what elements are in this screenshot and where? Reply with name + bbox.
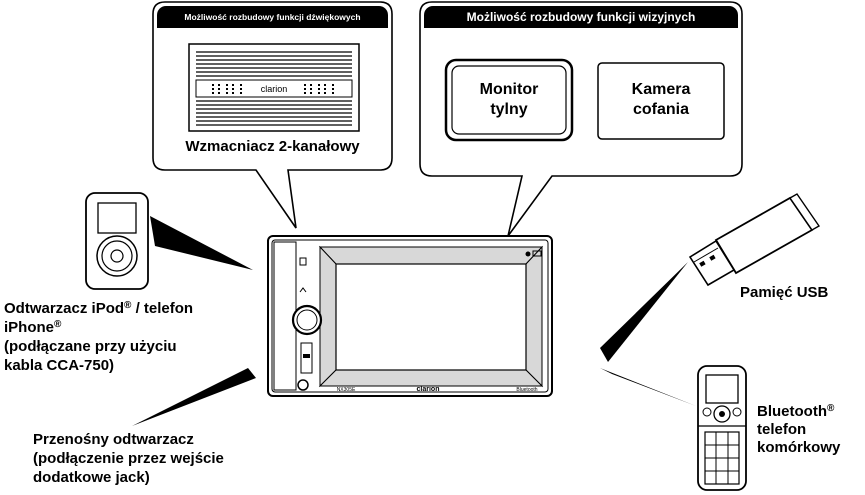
usb-stick-icon (688, 193, 821, 287)
amplifier-brand-text: clarion (261, 84, 288, 94)
rear-monitor-line2: tylny (490, 101, 528, 118)
amplifier-icon: clarion (188, 43, 360, 132)
head-unit-device: clarion NX305E Bluetooth (267, 235, 553, 397)
ipod-icon (85, 192, 149, 290)
rear-camera-line1: Kamera (631, 81, 691, 98)
rear-monitor-box (444, 58, 574, 142)
bluetooth-phone-line2: telefon (757, 421, 807, 438)
ipod-label-line3: (podłączane przy użyciu (4, 338, 177, 355)
head-unit-model-text: NX305E (337, 387, 356, 393)
ipod-label-line2: iPhone® (4, 319, 62, 336)
ipod-label: Odtwarzacz iPod® / telefon iPhone® (podł… (4, 299, 193, 375)
head-unit-brand-text: clarion (417, 386, 440, 393)
amplifier-label: Wzmacniacz 2-kanałowy (185, 138, 360, 155)
rear-camera-label: Kamera cofania (598, 80, 724, 120)
portable-player-line1: Przenośny odtwarzacz (33, 431, 194, 448)
ipod-label-line1: Odtwarzacz iPod® / telefon (4, 300, 194, 317)
portable-player-line2: (podłączenie przez wejście (33, 450, 224, 467)
rear-monitor-label: Monitor tylny (446, 80, 572, 120)
bluetooth-phone-line3: komórkowy (757, 439, 841, 456)
head-unit-bt-badge: Bluetooth (516, 387, 537, 393)
bluetooth-phone-label: Bluetooth® telefon komórkowy (757, 403, 840, 457)
usb-label: Pamięć USB (740, 284, 829, 301)
portable-player-label: Przenośny odtwarzacz (podłączenie przez … (33, 430, 224, 487)
rear-camera-line2: cofania (632, 101, 689, 118)
video-expansion-header: Możliwość rozbudowy funkcji wizyjnych (424, 6, 738, 28)
ipod-label-line4: kabla CCA-750) (4, 357, 115, 374)
connection-wedges (132, 216, 696, 426)
audio-expansion-header: Możliwość rozbudowy funkcji dźwiękowych (157, 6, 388, 28)
mobile-phone-icon (697, 365, 747, 491)
bluetooth-phone-line1: Bluetooth® (757, 403, 835, 420)
portable-player-line3: dodatkowe jack) (33, 469, 150, 486)
rear-monitor-line1: Monitor (479, 81, 539, 98)
rear-camera-box (597, 62, 725, 140)
